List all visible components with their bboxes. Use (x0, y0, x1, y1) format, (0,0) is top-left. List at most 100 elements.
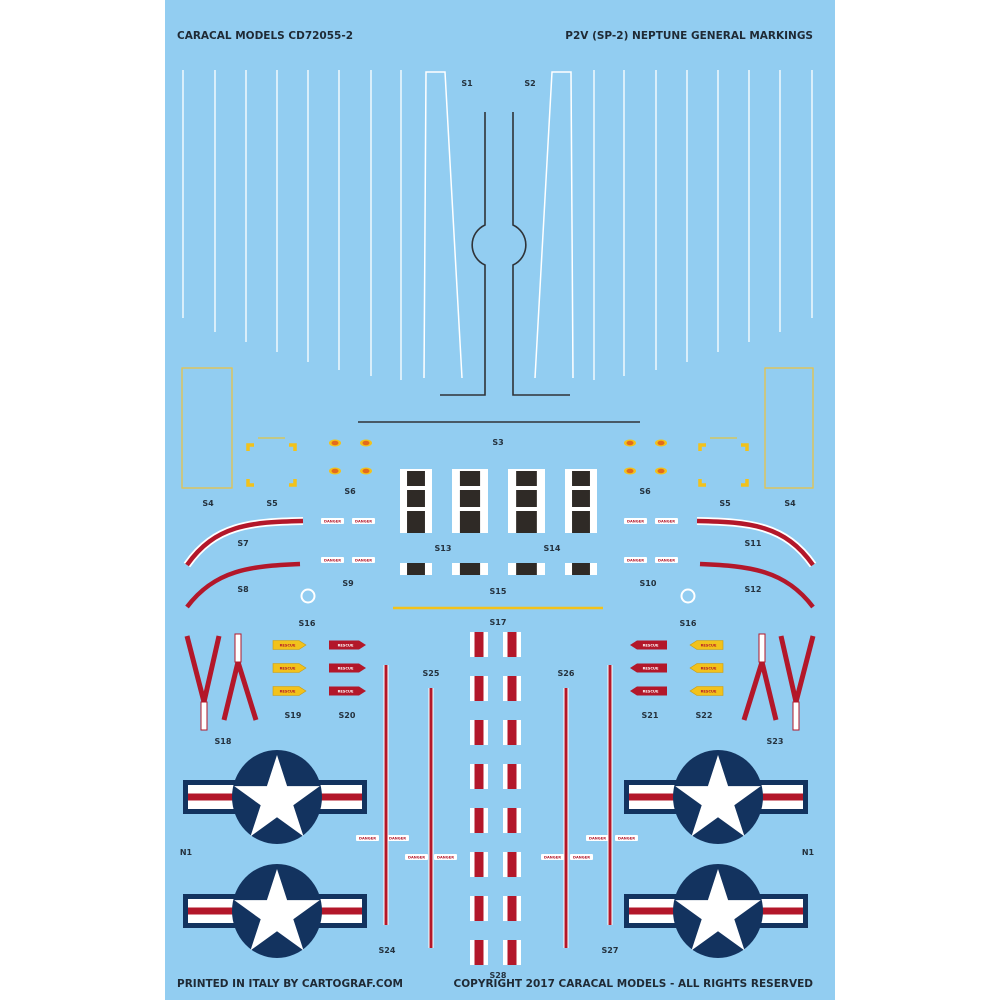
label-s24: S24 (379, 946, 396, 955)
danger-text: DANGER (389, 836, 406, 840)
rescue-text: RESCUE (280, 643, 296, 647)
decal-red-curves (183, 517, 817, 609)
decal-s3-lines (358, 112, 640, 423)
rescue-arrows: RESCUE RESCUE RESCUE RESCUE RESCUE RESCUE RESC… (272, 640, 724, 696)
rescue-text: RESCUE (701, 689, 717, 693)
label-s1: S1 (461, 79, 473, 88)
rescue-text: RESCUE (338, 666, 354, 670)
decal-s28-red (474, 632, 484, 657)
decal-dark-block (516, 511, 537, 533)
decal-s28-red (474, 808, 484, 833)
label-s5-right: S5 (719, 499, 731, 508)
decal-s28-red (474, 940, 484, 965)
label-s14: S14 (544, 544, 561, 553)
rescue-arrow (272, 686, 307, 696)
decal-s28-red (474, 764, 484, 789)
rescue-arrow (272, 640, 307, 650)
label-s20: S20 (339, 711, 356, 720)
rescue-arrow (689, 663, 724, 673)
label-s19: S19 (285, 711, 302, 720)
label-s4-right: S4 (784, 499, 796, 508)
decal-dark-block (572, 490, 590, 507)
danger-text: DANGER (544, 855, 561, 859)
rescue-text: RESCUE (643, 689, 659, 693)
decal-n1-national-insignia (183, 750, 808, 958)
decal-s28-red (474, 676, 484, 701)
decal-red-stripes-s24-s27 (383, 665, 613, 948)
danger-placard (352, 557, 375, 563)
sheet-title-left: CARACAL MODELS CD72055-2 (177, 30, 353, 42)
label-s15: S15 (490, 587, 507, 596)
danger-text: DANGER (658, 519, 675, 523)
label-s8: S8 (237, 585, 249, 594)
rescue-text: RESCUE (280, 689, 296, 693)
danger-text: DANGER (627, 519, 644, 523)
decal-s28-red (507, 940, 517, 965)
decal-s6-light-center (362, 440, 370, 446)
danger-placard (655, 518, 678, 524)
walkway-lines (182, 70, 813, 380)
danger-placard (321, 557, 344, 563)
decal-s13-s15-blocks (400, 469, 597, 575)
danger-placard (586, 835, 609, 841)
danger-text: DANGER (324, 519, 341, 523)
danger-text: DANGER (355, 519, 372, 523)
label-s5-left: S5 (266, 499, 278, 508)
red-stripe (429, 688, 433, 948)
rescue-text: RESCUE (701, 643, 717, 647)
label-s23: S23 (767, 737, 784, 746)
danger-placard (541, 854, 564, 860)
label-s27: S27 (602, 946, 619, 955)
sheet-title-right: P2V (SP-2) NEPTUNE GENERAL MARKINGS (565, 30, 813, 42)
decal-s15-block (459, 563, 481, 575)
label-s25: S25 (423, 669, 440, 678)
decal-dark-block (407, 490, 425, 507)
decal-s6-light-center (362, 468, 370, 474)
decal-dark-block (572, 511, 590, 533)
label-s9: S9 (342, 579, 354, 588)
decal-s4-right (764, 367, 814, 489)
danger-placard (434, 854, 457, 860)
label-s26: S26 (558, 669, 575, 678)
decal-s28-red (507, 896, 517, 921)
decal-s5-corner (741, 479, 749, 487)
label-s10: S10 (640, 579, 657, 588)
decal-s5-corner (289, 443, 297, 451)
rescue-arrow (630, 640, 667, 650)
decal-s5-brackets (246, 437, 749, 487)
rescue-arrow (329, 663, 366, 673)
copyright: COPYRIGHT 2017 CARACAL MODELS - ALL RIGH… (454, 978, 814, 990)
danger-placard (615, 835, 638, 841)
rescue-arrow (272, 663, 307, 673)
decal-s6-light-center (657, 440, 665, 446)
danger-text: DANGER (589, 836, 606, 840)
danger-text: DANGER (408, 855, 425, 859)
insignia-star (234, 755, 320, 837)
label-s3: S3 (492, 438, 503, 447)
decal-s15-block (407, 563, 425, 575)
rescue-arrow (630, 663, 667, 673)
decal-s28-red (474, 896, 484, 921)
label-s17: S17 (490, 618, 507, 627)
decal-s5-corner (246, 479, 254, 487)
danger-text: DANGER (437, 855, 454, 859)
decal-s18-straps (184, 633, 259, 731)
rescue-arrow (630, 686, 667, 696)
label-s16-right: S16 (680, 619, 697, 628)
decal-dark-block (516, 490, 537, 507)
rescue-text: RESCUE (338, 689, 354, 693)
decal-s5-corner (289, 479, 297, 487)
danger-text: DANGER (618, 836, 635, 840)
label-s11: S11 (745, 539, 762, 548)
red-stripe (608, 665, 612, 925)
rescue-arrow (329, 686, 366, 696)
danger-text: DANGER (324, 558, 341, 562)
decal-s28-red (474, 852, 484, 877)
decal-s15-block (516, 563, 537, 575)
label-s4-left: S4 (202, 499, 214, 508)
decal-s4-left (181, 367, 233, 489)
decal-s16-ring-left (300, 588, 316, 604)
label-s12: S12 (745, 585, 762, 594)
decal-s5-corner (246, 443, 254, 451)
